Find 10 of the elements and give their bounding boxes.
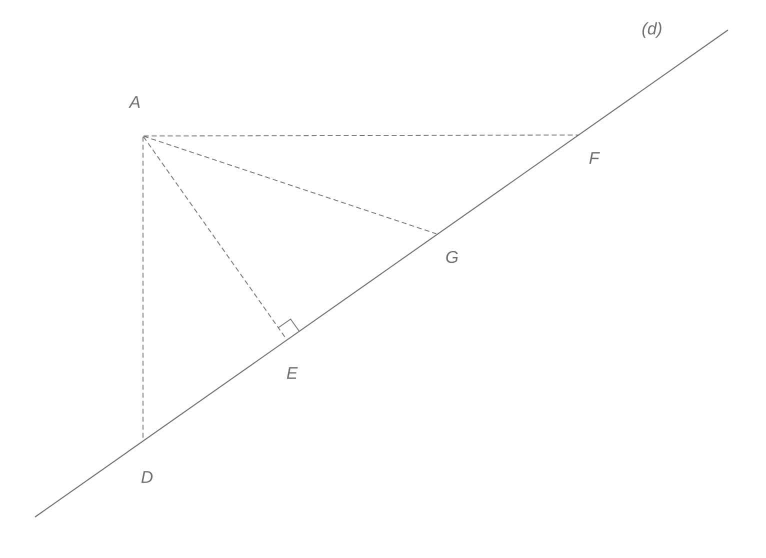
dashed-line	[143, 134, 580, 136]
dashed-line	[142, 136, 144, 442]
point-label: G	[446, 250, 458, 264]
point-label: F	[589, 152, 600, 164]
point-label: A	[128, 96, 140, 108]
dashed-line	[143, 136, 287, 340]
dashed-line	[143, 136, 437, 234]
line-label: (d)	[642, 22, 662, 38]
point-label: E	[286, 367, 298, 379]
point-label: D	[141, 471, 153, 483]
